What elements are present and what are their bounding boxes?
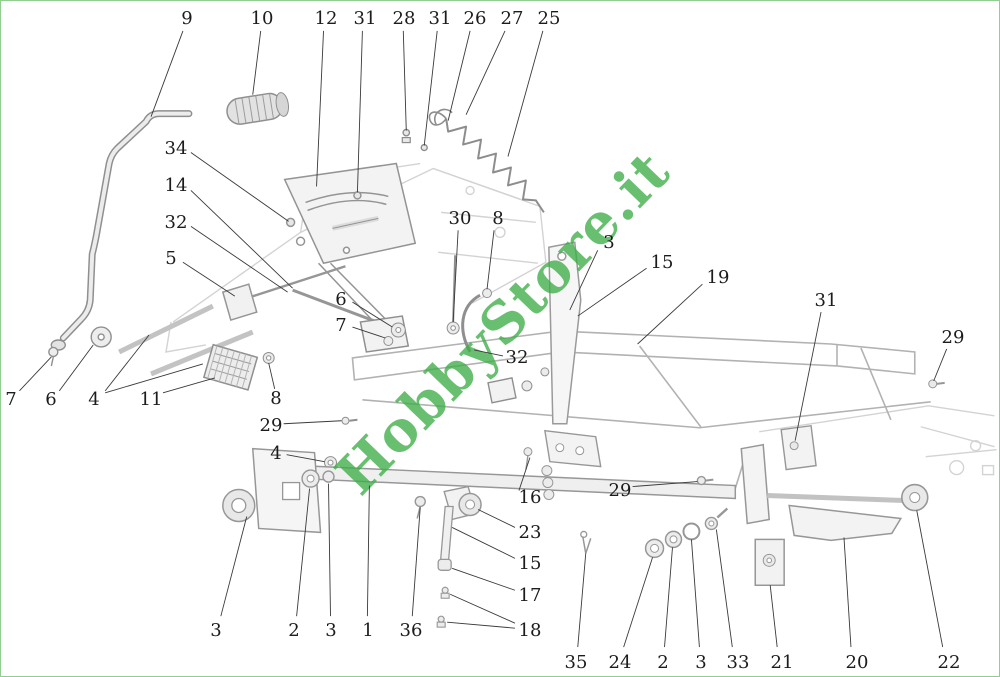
part-number: 15 bbox=[650, 252, 674, 273]
pedal bbox=[202, 343, 259, 391]
part-number: 29 bbox=[941, 327, 965, 348]
part-number: 14 bbox=[164, 175, 188, 196]
part-number: 29 bbox=[259, 415, 283, 436]
lever-grip bbox=[226, 92, 290, 125]
part-number: 11 bbox=[139, 389, 163, 410]
part-number: 18 bbox=[518, 620, 542, 641]
pedal-linkage bbox=[118, 265, 399, 377]
part-number: 6 bbox=[335, 289, 347, 310]
part-number: 32 bbox=[164, 212, 188, 233]
part-number: 31 bbox=[353, 8, 377, 29]
lift-strap bbox=[548, 241, 582, 425]
part-number: 27 bbox=[500, 8, 524, 29]
part-number: 22 bbox=[937, 652, 961, 673]
main-frame bbox=[351, 330, 931, 492]
part-number: 7 bbox=[335, 315, 347, 336]
lower-left-hardware bbox=[48, 326, 112, 367]
part-number: 25 bbox=[537, 8, 561, 29]
part-number: 34 bbox=[164, 138, 188, 159]
part-number: 15 bbox=[518, 553, 542, 574]
part-number: 28 bbox=[392, 8, 416, 29]
part-number: 4 bbox=[88, 389, 100, 410]
part-number: 3 bbox=[210, 620, 222, 641]
part-number: 3 bbox=[603, 232, 615, 253]
part-number: 31 bbox=[814, 290, 838, 311]
part-number: 20 bbox=[845, 652, 869, 673]
part-number: 12 bbox=[314, 8, 338, 29]
part-number: 4 bbox=[270, 443, 282, 464]
part-number: 7 bbox=[5, 389, 17, 410]
part-number: 26 bbox=[463, 8, 487, 29]
part-number: 24 bbox=[608, 652, 632, 673]
part-number: 17 bbox=[518, 585, 542, 606]
part-number: 5 bbox=[165, 248, 177, 269]
part-number: 1 bbox=[362, 620, 374, 641]
part-number: 2 bbox=[288, 620, 300, 641]
part-number: 33 bbox=[726, 652, 750, 673]
part-number: 30 bbox=[448, 208, 472, 229]
lift-bar-assembly bbox=[222, 429, 737, 534]
part-number: 3 bbox=[695, 652, 707, 673]
part-number: 6 bbox=[45, 389, 57, 410]
part-number: 19 bbox=[706, 267, 730, 288]
mount-plate bbox=[283, 162, 417, 334]
right-linkage bbox=[580, 379, 945, 587]
part-number: 8 bbox=[492, 208, 504, 229]
part-number: 10 bbox=[250, 8, 274, 29]
part-number: 32 bbox=[505, 347, 529, 368]
part-number: 16 bbox=[518, 487, 542, 508]
part-number: 31 bbox=[428, 8, 452, 29]
part-number: 29 bbox=[608, 480, 632, 501]
part-number: 36 bbox=[399, 620, 423, 641]
part-number: 35 bbox=[564, 652, 588, 673]
part-number: 21 bbox=[770, 652, 794, 673]
part-number: 2 bbox=[657, 652, 669, 673]
front-bracket-hardware bbox=[436, 485, 482, 628]
part-number: 9 bbox=[181, 8, 193, 29]
part-number: 3 bbox=[325, 620, 337, 641]
part-number: 23 bbox=[518, 522, 542, 543]
part-number: 8 bbox=[270, 388, 282, 409]
